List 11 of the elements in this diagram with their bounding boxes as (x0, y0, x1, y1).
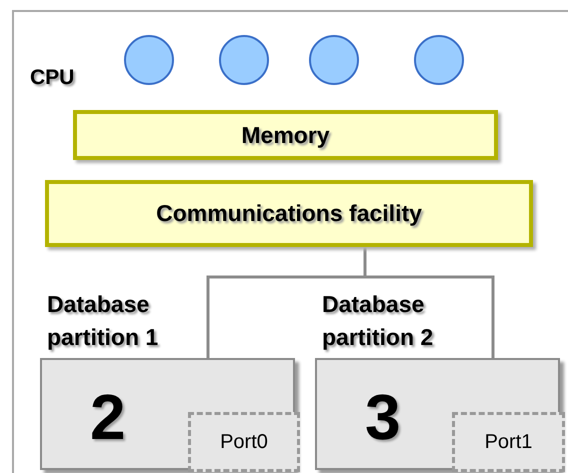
system-frame (12, 10, 568, 473)
cpu-label: CPU (30, 65, 74, 91)
port-box: Port0 (188, 412, 300, 472)
partition-heading: Database partition 1 (47, 290, 160, 352)
port-box: Port1 (452, 412, 565, 472)
partition-heading: Database partition 2 (322, 290, 434, 352)
partition-number: 2 (90, 382, 126, 452)
communications-box: Communications facility (45, 180, 533, 247)
memory-box: Memory (73, 110, 498, 160)
connector-line (364, 247, 494, 358)
partition-number: 3 (365, 382, 401, 452)
